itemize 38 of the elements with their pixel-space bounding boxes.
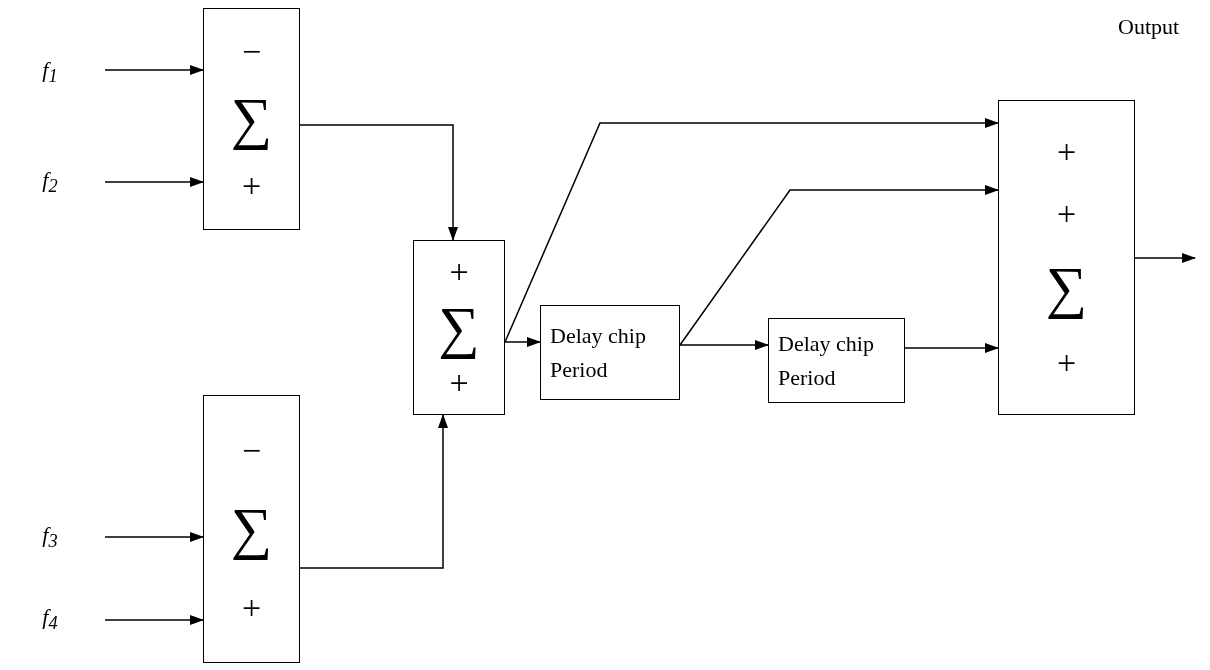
box-label: Delay chip Period (550, 321, 647, 384)
sign-symbol: + (1056, 346, 1077, 381)
sign-symbol: + (449, 255, 469, 290)
variable-label: f$_{4}$ (42, 603, 58, 635)
summing-junction-box (998, 100, 1135, 415)
summation-symbol: ∑ (230, 499, 273, 559)
arrow (104, 532, 204, 542)
arrow (299, 414, 448, 569)
variable-label: f$_{2}$ (42, 166, 58, 198)
delay-box (768, 318, 905, 403)
summation-symbol: ∑ (438, 297, 480, 358)
arrow (504, 118, 999, 343)
sign-symbol: − (241, 35, 262, 69)
summing-junction-box (203, 8, 300, 230)
arrow (679, 340, 769, 350)
summing-junction-box (413, 240, 505, 415)
arrow (104, 65, 204, 75)
arrow (504, 337, 541, 347)
arrow (104, 615, 204, 625)
sign-symbol: + (241, 590, 262, 625)
variable-label: f$_{1}$ (42, 56, 58, 88)
arrow (1134, 253, 1196, 263)
summing-junction-box (203, 395, 300, 663)
arrow (679, 185, 999, 346)
sign-symbol: + (241, 169, 262, 203)
sign-symbol: − (241, 433, 262, 468)
arrow (299, 124, 458, 241)
arrow (904, 343, 999, 353)
arrow (104, 177, 204, 187)
delay-box (540, 305, 680, 400)
sign-symbol: + (449, 365, 469, 400)
sign-symbol: + (1056, 196, 1077, 231)
sign-symbol: + (1056, 134, 1077, 169)
variable-label: f$_{3}$ (42, 521, 58, 553)
box-label: Delay chip Period (778, 329, 875, 392)
summation-symbol: ∑ (1045, 258, 1088, 319)
output-label: Output (1118, 14, 1180, 40)
summation-symbol: ∑ (230, 89, 273, 149)
